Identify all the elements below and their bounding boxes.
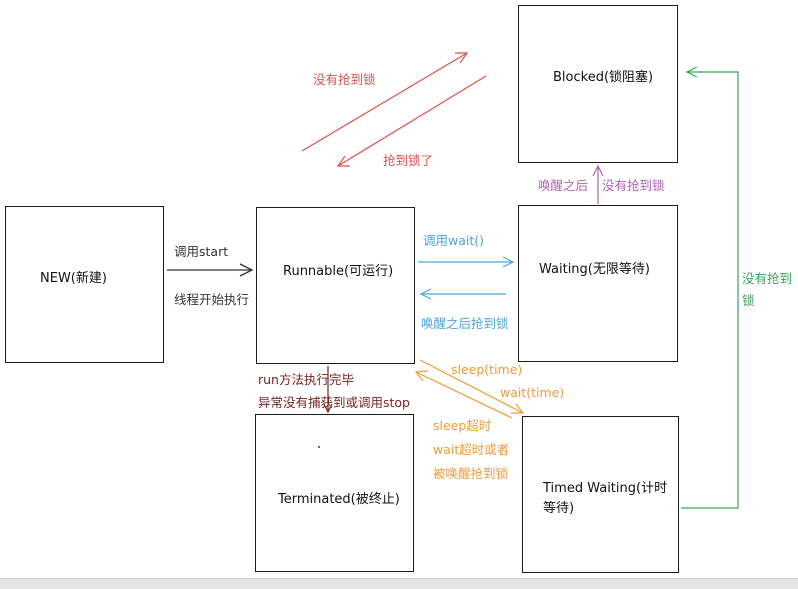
state-waiting-label: Waiting(无限等待) [539, 262, 650, 277]
state-terminated-label: Terminated(被终止) [278, 492, 400, 507]
state-waiting: Waiting(无限等待) [518, 205, 678, 362]
arrow-new-to-runnable [167, 263, 254, 277]
stray-dot [318, 446, 320, 448]
state-blocked-label: Blocked(锁阻塞) [553, 70, 654, 85]
arrow-runnable-to-terminated [323, 366, 333, 414]
arrow-runnable-to-blocked [301, 52, 469, 152]
arrow-waiting-to-runnable [419, 288, 506, 300]
state-runnable: Runnable(可运行) [256, 207, 415, 364]
state-new: NEW(新建) [5, 206, 164, 363]
arrow-timed-waiting-to-blocked [681, 66, 739, 509]
state-timed-waiting: Timed Waiting(计时等待) [522, 416, 679, 573]
label-got-lock: 抢到锁了 [383, 153, 434, 168]
label-no-lock-to-blocked: 没有抢到锁 [313, 72, 376, 87]
state-blocked: Blocked(锁阻塞) [518, 5, 678, 163]
label-no-lock-from-timed: 没有抢到锁 [742, 271, 793, 308]
label-sleep-time: sleep(time) [451, 362, 523, 377]
label-sleep-timeout: sleep超时 [433, 418, 492, 433]
label-wake-after: 唤醒之后 [538, 178, 589, 193]
label-exception: 异常没有捕获到或调用stop [258, 395, 410, 410]
label-run-done: run方法执行完毕 [258, 372, 354, 387]
horizontal-scrollbar[interactable] [0, 578, 798, 589]
state-new-label: NEW(新建) [40, 271, 107, 286]
label-wake-get-lock: 唤醒之后抢到锁 [421, 316, 509, 331]
state-terminated: Terminated(被终止) [255, 414, 414, 572]
arrow-runnable-to-waiting [418, 256, 515, 268]
label-woken-get-lock: 被唤醒抢到锁 [433, 466, 509, 481]
state-runnable-label: Runnable(可运行) [283, 264, 394, 279]
label-wait-timeout: wait超时或者 [433, 442, 510, 457]
arrow-runnable-to-timed-waiting [419, 359, 525, 414]
label-call-start: 调用start [174, 244, 229, 259]
label-call-wait: 调用wait() [423, 233, 485, 248]
arrow-blocked-to-runnable [336, 75, 487, 167]
label-wait-time: wait(time) [500, 385, 565, 400]
state-timed-waiting-label: Timed Waiting(计时等待) [543, 481, 668, 516]
label-no-lock-from-waiting: 没有抢到锁 [602, 178, 665, 193]
label-thread-begin: 线程开始执行 [174, 292, 250, 307]
arrow-timed-waiting-to-runnable [414, 370, 513, 419]
arrow-waiting-to-blocked [592, 164, 604, 204]
